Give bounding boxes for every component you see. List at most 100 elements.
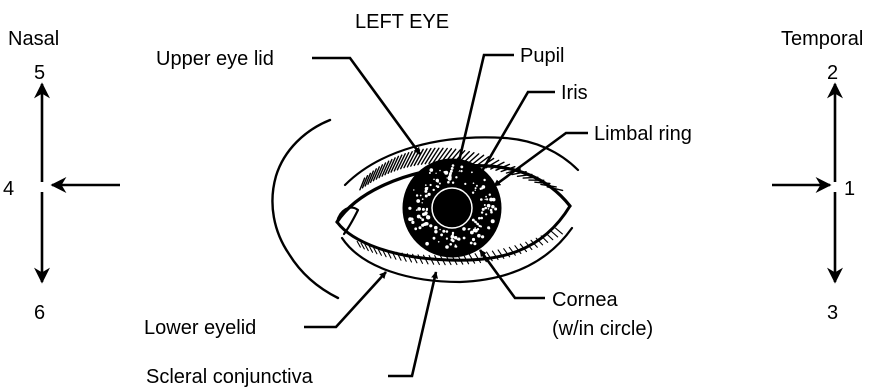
eyelash: [546, 234, 553, 240]
iris-speckle: [486, 198, 488, 200]
iris-speckle: [481, 211, 483, 213]
iris-speckle: [429, 172, 431, 174]
iris-speckle: [494, 208, 497, 211]
temporal-down-number: 3: [827, 302, 838, 324]
upper-eye-lid-label: Upper eye lid: [156, 48, 274, 70]
iris-speckle: [452, 182, 454, 184]
scleral-conjunctiva-label: Scleral conjunctiva: [146, 366, 314, 388]
iris-speckle: [421, 218, 424, 221]
iris-speckle: [460, 170, 462, 172]
iris-speckle: [457, 239, 458, 240]
iris-speckle: [468, 228, 470, 230]
iris-speckle: [458, 170, 460, 172]
iris-speckle: [424, 190, 427, 193]
iris-speckle: [433, 189, 435, 191]
temporal-label: Temporal: [781, 28, 863, 50]
iris-speckle: [422, 202, 423, 203]
iris-speckle: [491, 219, 495, 223]
limbal-ring-label: Limbal ring: [594, 123, 692, 145]
iris-speckle: [447, 177, 448, 178]
iris-speckle: [418, 207, 421, 210]
scleral-conjunctiva-leader: [388, 272, 436, 376]
nasal-direction-indicator: Nasal 5 4 6: [3, 28, 120, 324]
temporal-up-number: 2: [827, 62, 838, 84]
iris-speckle: [426, 215, 430, 219]
iris-speckle: [488, 208, 490, 210]
iris-speckle: [434, 226, 438, 230]
iris-speckle: [485, 196, 487, 198]
iris-speckle: [433, 179, 435, 181]
iris-speckle: [483, 179, 485, 181]
iris-label: Iris: [561, 82, 588, 104]
iris-speckle: [428, 193, 431, 196]
iris-speckle: [491, 205, 494, 208]
iris-speckle: [436, 179, 439, 182]
iris-speckle: [439, 183, 441, 185]
iris-speckle: [417, 215, 421, 219]
iris-speckle: [434, 230, 437, 233]
nasal-center-number: 4: [3, 178, 14, 200]
iris-speckle: [422, 208, 425, 211]
iris-speckle: [482, 208, 485, 211]
iris-speckle: [480, 198, 483, 201]
iris-speckle: [455, 237, 457, 239]
iris-speckle: [452, 164, 455, 167]
iris-speckle: [488, 227, 490, 229]
iris-speckle: [451, 239, 454, 242]
iris-speckle: [425, 242, 429, 246]
iris-speckle: [451, 235, 455, 239]
iris-speckle: [470, 231, 474, 235]
lower-eyelid-leader: [304, 272, 386, 327]
iris-speckle: [447, 181, 450, 184]
temporal-direction-indicator: Temporal 2 1 3: [772, 28, 863, 324]
iris-speckle: [474, 227, 476, 229]
iris-speckle: [471, 171, 473, 173]
nasal-up-number: 5: [34, 62, 45, 84]
iris-speckle: [478, 217, 481, 220]
iris-speckle: [470, 242, 473, 245]
iris-speckle: [419, 226, 422, 229]
limbal-ring-leader: [494, 133, 588, 186]
iris-speckle: [480, 226, 482, 228]
iris-speckle: [462, 227, 466, 231]
iris-speckle: [489, 198, 493, 202]
iris-speckle: [490, 211, 493, 214]
iris-speckle: [446, 238, 448, 240]
iris-speckle: [435, 173, 436, 174]
iris-speckle: [411, 217, 413, 219]
iris-speckle: [408, 207, 411, 210]
nasal-label: Nasal: [8, 28, 59, 50]
iris-speckle: [430, 184, 432, 186]
temporal-center-number: 1: [844, 178, 855, 200]
iris-speckle: [429, 224, 432, 227]
pupil-disc: [432, 188, 472, 228]
iris-speckle: [422, 198, 424, 200]
iris-speckle: [485, 213, 487, 215]
iris-speckle: [427, 187, 429, 189]
iris-speckle: [414, 227, 417, 230]
iris-speckle: [455, 246, 457, 248]
iris-speckle: [439, 170, 441, 172]
iris-speckle: [477, 234, 481, 238]
iris-speckle: [433, 237, 436, 240]
iris-speckle: [460, 166, 463, 169]
cornea-sublabel: (w/in circle): [552, 318, 653, 340]
iris-speckle: [442, 230, 445, 233]
figure-title: LEFT EYE: [355, 11, 449, 33]
eyelash: [357, 241, 360, 247]
eyelash: [556, 228, 563, 234]
iris-speckle: [449, 172, 452, 175]
iris-speckle: [477, 228, 479, 230]
iris-speckle: [411, 221, 414, 224]
iris-speckle: [488, 205, 490, 207]
iris-speckle: [416, 209, 418, 211]
eyelash: [535, 182, 550, 183]
iris-speckle: [440, 234, 443, 237]
iris-speckle: [449, 243, 452, 246]
iris-speckle: [472, 238, 475, 241]
iris-speckle: [416, 199, 420, 203]
nasal-down-number: 6: [34, 302, 45, 324]
iris-speckle: [436, 185, 438, 187]
iris-speckle: [416, 194, 418, 196]
